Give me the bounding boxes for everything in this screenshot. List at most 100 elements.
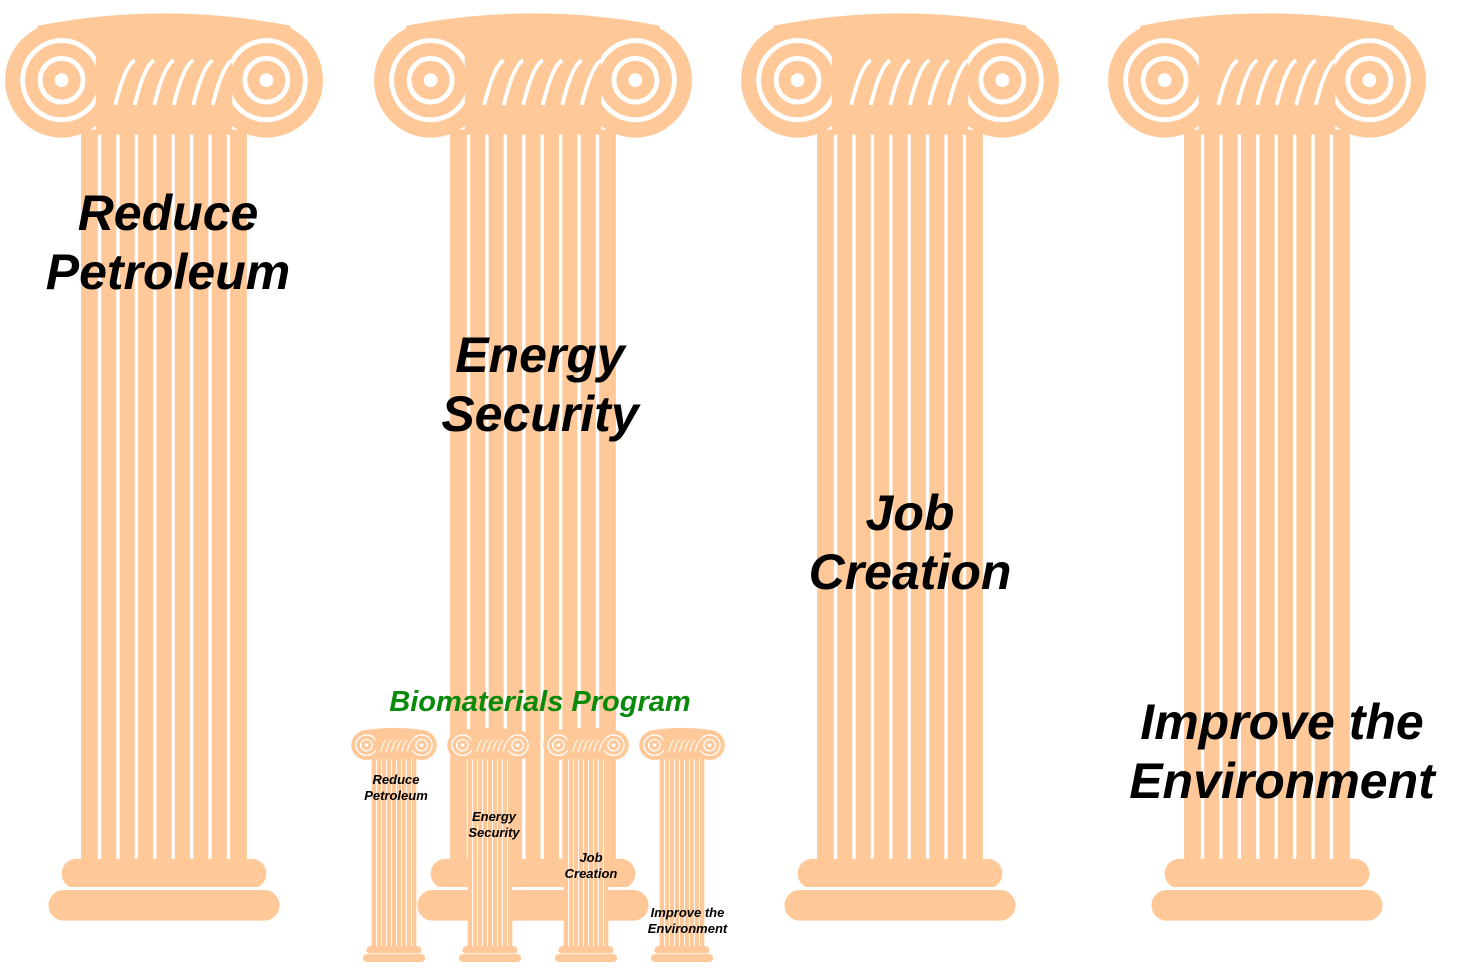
capital-ornament bbox=[907, 58, 931, 106]
capital-ornament bbox=[191, 58, 214, 106]
capital-ornament bbox=[210, 58, 234, 106]
mini-label-improve-environment: Improve the Environment bbox=[630, 905, 745, 938]
mini-label-energy-security: Energy Security bbox=[444, 809, 544, 842]
volute-line bbox=[242, 55, 291, 105]
capital-ornament bbox=[132, 58, 156, 106]
label-line: Creation bbox=[808, 544, 1012, 600]
base-plinth bbox=[458, 953, 522, 963]
shaft bbox=[817, 129, 983, 867]
capital-ornament bbox=[668, 739, 675, 752]
label-line: Creation bbox=[564, 866, 618, 882]
column-shape bbox=[5, 13, 323, 924]
volute-eye bbox=[1157, 73, 1172, 88]
capital-ornament bbox=[540, 58, 564, 106]
pillar-reduce-petroleum bbox=[5, 6, 323, 936]
capital-ornament bbox=[560, 58, 583, 106]
volute-eye bbox=[611, 743, 616, 747]
label-line: Petroleum bbox=[364, 788, 428, 804]
base-torus bbox=[654, 946, 710, 954]
volute-eye bbox=[460, 743, 465, 747]
label-line: Job bbox=[865, 485, 955, 541]
volute-line bbox=[552, 738, 565, 752]
shaft bbox=[1184, 129, 1350, 867]
shaft bbox=[659, 757, 705, 949]
volute-eye bbox=[259, 73, 274, 88]
capital-ornament bbox=[579, 58, 603, 106]
base-plinth bbox=[1148, 887, 1386, 924]
label-line: Reduce bbox=[372, 772, 420, 787]
capital-ornament bbox=[1313, 58, 1337, 106]
base-torus bbox=[61, 858, 267, 889]
volute-eye bbox=[419, 743, 424, 747]
shaft bbox=[371, 757, 417, 949]
label-line: Energy bbox=[471, 809, 517, 824]
capital-ornament bbox=[684, 739, 691, 752]
column-shape bbox=[741, 13, 1059, 924]
capital-ornament bbox=[486, 739, 493, 752]
label-line: Improve the bbox=[1140, 694, 1424, 750]
mini-label-job-creation: Job Creation bbox=[541, 850, 641, 883]
capital-ornament bbox=[482, 58, 505, 106]
mini-pillar-job-creation bbox=[543, 726, 629, 966]
mini-column-shape bbox=[543, 727, 629, 963]
capital-ornament bbox=[1216, 58, 1239, 106]
volute-line bbox=[1345, 55, 1394, 105]
pillar-improve-environment bbox=[1108, 6, 1426, 936]
base-torus bbox=[462, 946, 518, 954]
mini-label-reduce-petroleum: Reduce Petroleum bbox=[346, 772, 446, 805]
capital-ornament bbox=[849, 58, 872, 106]
label-line: Environment bbox=[1129, 753, 1435, 809]
mini-pillar-reduce-petroleum bbox=[351, 726, 437, 966]
volute-line bbox=[1140, 55, 1189, 105]
volute-eye bbox=[515, 743, 520, 747]
pillar-label-reduce-petroleum: Reduce Petroleum bbox=[18, 184, 318, 302]
capital-ornament bbox=[582, 739, 589, 752]
volute-eye bbox=[364, 743, 369, 747]
base-torus bbox=[1164, 858, 1370, 889]
capital-ornament bbox=[673, 739, 680, 752]
volute-eye bbox=[628, 73, 643, 88]
capital-ornament bbox=[476, 739, 483, 752]
mini-column-shape bbox=[639, 727, 725, 963]
base-torus bbox=[366, 946, 422, 954]
volute-line bbox=[703, 738, 716, 752]
volute-line bbox=[360, 738, 373, 752]
base-plinth bbox=[554, 953, 618, 963]
capital-ornament bbox=[390, 739, 397, 752]
capital-ornament bbox=[481, 739, 488, 752]
capital-ornament bbox=[868, 58, 892, 106]
volute-eye bbox=[54, 73, 69, 88]
mini-column-shape bbox=[447, 727, 533, 963]
capital-ornament bbox=[406, 739, 413, 752]
volute-eye bbox=[652, 743, 657, 747]
base-plinth bbox=[650, 953, 714, 963]
capital-ornament bbox=[492, 739, 499, 752]
volute-line bbox=[773, 55, 822, 105]
capital-ornament bbox=[572, 739, 579, 752]
capital-ornament bbox=[946, 58, 970, 106]
capital-ornament bbox=[502, 739, 509, 752]
capital-ornament bbox=[598, 739, 605, 752]
label-line: Security bbox=[468, 825, 520, 841]
volute-line bbox=[511, 738, 524, 752]
base-plinth bbox=[781, 887, 1019, 924]
pillar-label-energy-security: Energy Security bbox=[390, 326, 690, 444]
volute-line bbox=[978, 55, 1027, 105]
capital-ornament bbox=[401, 739, 408, 752]
capital-ornament bbox=[380, 739, 387, 752]
capital-ornament bbox=[385, 739, 392, 752]
volute-eye bbox=[556, 743, 561, 747]
shaft bbox=[563, 757, 609, 949]
label-line: Reduce bbox=[77, 185, 259, 241]
volute-eye bbox=[423, 73, 438, 88]
volute-line bbox=[648, 738, 661, 752]
volute-line bbox=[611, 55, 660, 105]
pillar-job-creation bbox=[741, 6, 1059, 936]
volute-eye bbox=[707, 743, 712, 747]
capital-ornament bbox=[694, 739, 701, 752]
capital-ornament bbox=[396, 739, 403, 752]
mini-pillar-energy-security bbox=[447, 726, 533, 966]
label-line: Energy bbox=[455, 327, 625, 383]
capital-ornament bbox=[1274, 58, 1298, 106]
label-line: Security bbox=[441, 386, 639, 442]
